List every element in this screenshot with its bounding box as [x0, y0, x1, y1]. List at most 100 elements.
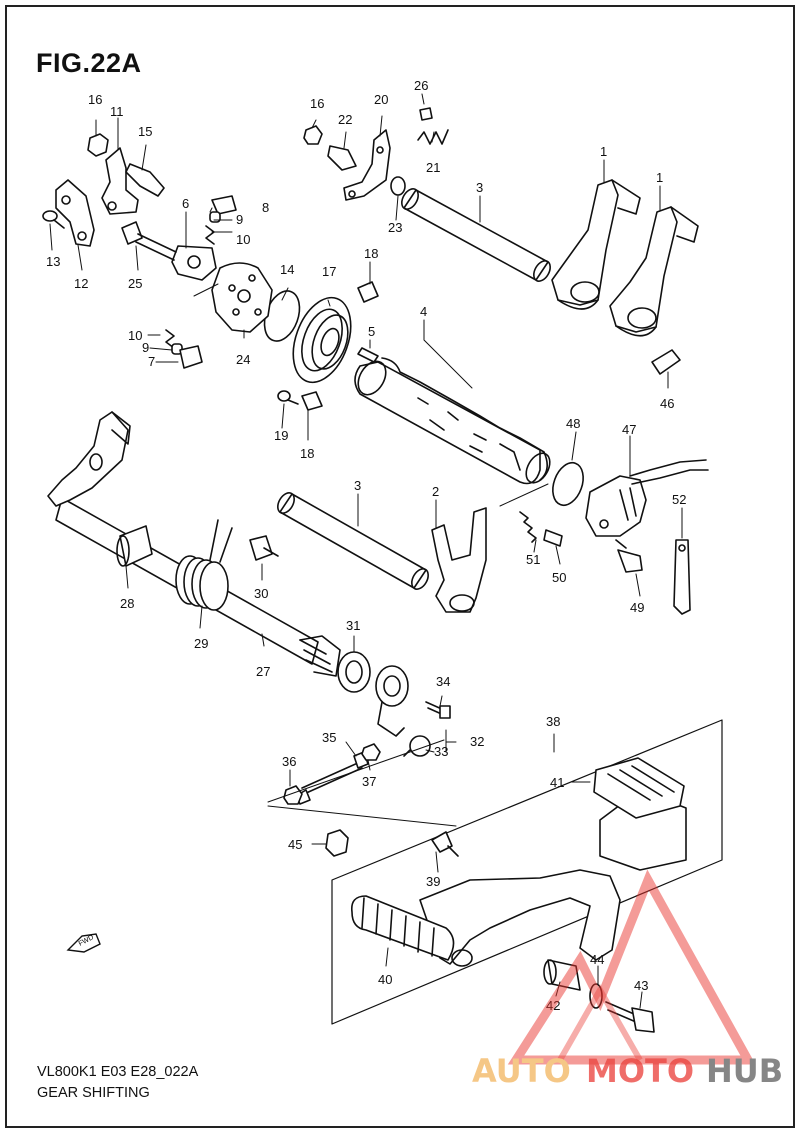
- nut-37: [361, 743, 381, 761]
- stopper-arm-11: [101, 147, 139, 215]
- callout-22: 22: [338, 112, 352, 127]
- callout-3b: 3: [354, 478, 361, 493]
- callout-9a: 9: [236, 212, 243, 227]
- callout-41: 41: [550, 775, 564, 790]
- figure-title: FIG.22A: [36, 48, 142, 78]
- oil-seal-31: [337, 651, 371, 693]
- collar-42: [543, 959, 581, 991]
- bolt-43: [605, 1001, 655, 1033]
- callout-45: 45: [288, 837, 302, 852]
- stud-15: [125, 163, 165, 197]
- arm-12: [55, 179, 95, 247]
- shift-rod-35: [295, 751, 369, 805]
- callout-17: 17: [322, 264, 336, 279]
- callout-7: 7: [148, 354, 155, 369]
- callout-1a: 1: [600, 144, 607, 159]
- callout-10b: 10: [128, 328, 142, 343]
- callout-16a: 16: [88, 92, 102, 107]
- callout-32: 32: [470, 734, 484, 749]
- cam-stopper: [171, 245, 217, 281]
- shift-cam-drum: [354, 357, 551, 485]
- callout-3a: 3: [476, 180, 483, 195]
- pedal-assembly-box: [331, 719, 723, 1025]
- fork-shaft-lower: [277, 492, 429, 590]
- callout-19: 19: [274, 428, 288, 443]
- callout-49: 49: [630, 600, 644, 615]
- screw-13: [42, 210, 65, 229]
- gear-position-switch: [585, 459, 709, 537]
- callout-52: 52: [672, 492, 686, 507]
- bolt-49: [615, 539, 643, 573]
- screw-26: [419, 107, 433, 121]
- nut-16-upper: [303, 125, 323, 145]
- collar-28: [116, 525, 153, 567]
- leader-lines: [49, 93, 683, 1009]
- nut-16-left: [87, 133, 109, 157]
- callout-23: 23: [388, 220, 402, 235]
- callout-18b: 18: [300, 446, 314, 461]
- callout-40: 40: [378, 972, 392, 987]
- clip-46: [651, 349, 681, 375]
- shift-arm-end: [47, 411, 131, 507]
- nut-36: [283, 785, 303, 805]
- ball-joint-33: [403, 735, 431, 757]
- shift-fork-1b: [609, 206, 699, 337]
- callout-31: 31: [346, 618, 360, 633]
- callout-24: 24: [236, 352, 250, 367]
- pawl-upper: [205, 195, 237, 245]
- callout-11: 11: [110, 104, 124, 119]
- callout-15: 15: [138, 124, 152, 139]
- callout-51: 51: [526, 552, 540, 567]
- callout-18a: 18: [364, 246, 378, 261]
- callout-20: 20: [374, 92, 388, 107]
- bolt-34: [425, 701, 451, 719]
- bolt-19: [277, 390, 299, 405]
- callout-5: 5: [368, 324, 375, 339]
- watermark-moto: MOTO: [586, 1052, 694, 1090]
- bolt-25: [121, 221, 177, 261]
- stud-22: [327, 145, 357, 171]
- callout-46: 46: [660, 396, 674, 411]
- callout-39: 39: [426, 874, 440, 889]
- clamp-52: [673, 539, 691, 615]
- callout-37: 37: [362, 774, 376, 789]
- shift-fork-1a: [551, 179, 641, 310]
- callout-47: 47: [622, 422, 636, 437]
- callout-44: 44: [590, 952, 604, 967]
- nut-45: [325, 829, 349, 857]
- watermark-hub: HUB: [706, 1052, 783, 1090]
- shift-fork-2: [431, 507, 487, 613]
- callout-42: 42: [546, 998, 560, 1013]
- callout-26: 26: [414, 78, 428, 93]
- bolt-39: [431, 831, 459, 857]
- callout-6: 6: [182, 196, 189, 211]
- washer-23: [390, 176, 406, 196]
- stud-30: [249, 535, 279, 561]
- washer-44: [589, 983, 603, 1009]
- washer-18-lower: [301, 391, 323, 411]
- callout-4: 4: [420, 304, 427, 319]
- switch-contact-parts: [519, 511, 563, 547]
- callout-8: 8: [262, 200, 269, 215]
- callout-9b: 9: [142, 340, 149, 355]
- shift-lever-arm: [375, 665, 409, 737]
- callout-21: 21: [426, 160, 440, 175]
- callout-12: 12: [74, 276, 88, 291]
- fwd-arrow-icon: FWD: [66, 933, 101, 953]
- pawl-lower: [165, 329, 203, 369]
- callout-27: 27: [256, 664, 270, 679]
- bearing: [292, 296, 352, 384]
- callout-34: 34: [436, 674, 450, 689]
- pedal-pad-41: [593, 757, 685, 819]
- footrest-rubber-40: [350, 895, 455, 961]
- callout-50: 50: [552, 570, 566, 585]
- cam-plate: [211, 262, 273, 333]
- callout-30: 30: [254, 586, 268, 601]
- watermark-logo: AUTO MOTO HUB: [472, 869, 783, 1090]
- callout-36: 36: [282, 754, 296, 769]
- bracket-20: [343, 129, 391, 201]
- o-ring-48: [552, 461, 584, 507]
